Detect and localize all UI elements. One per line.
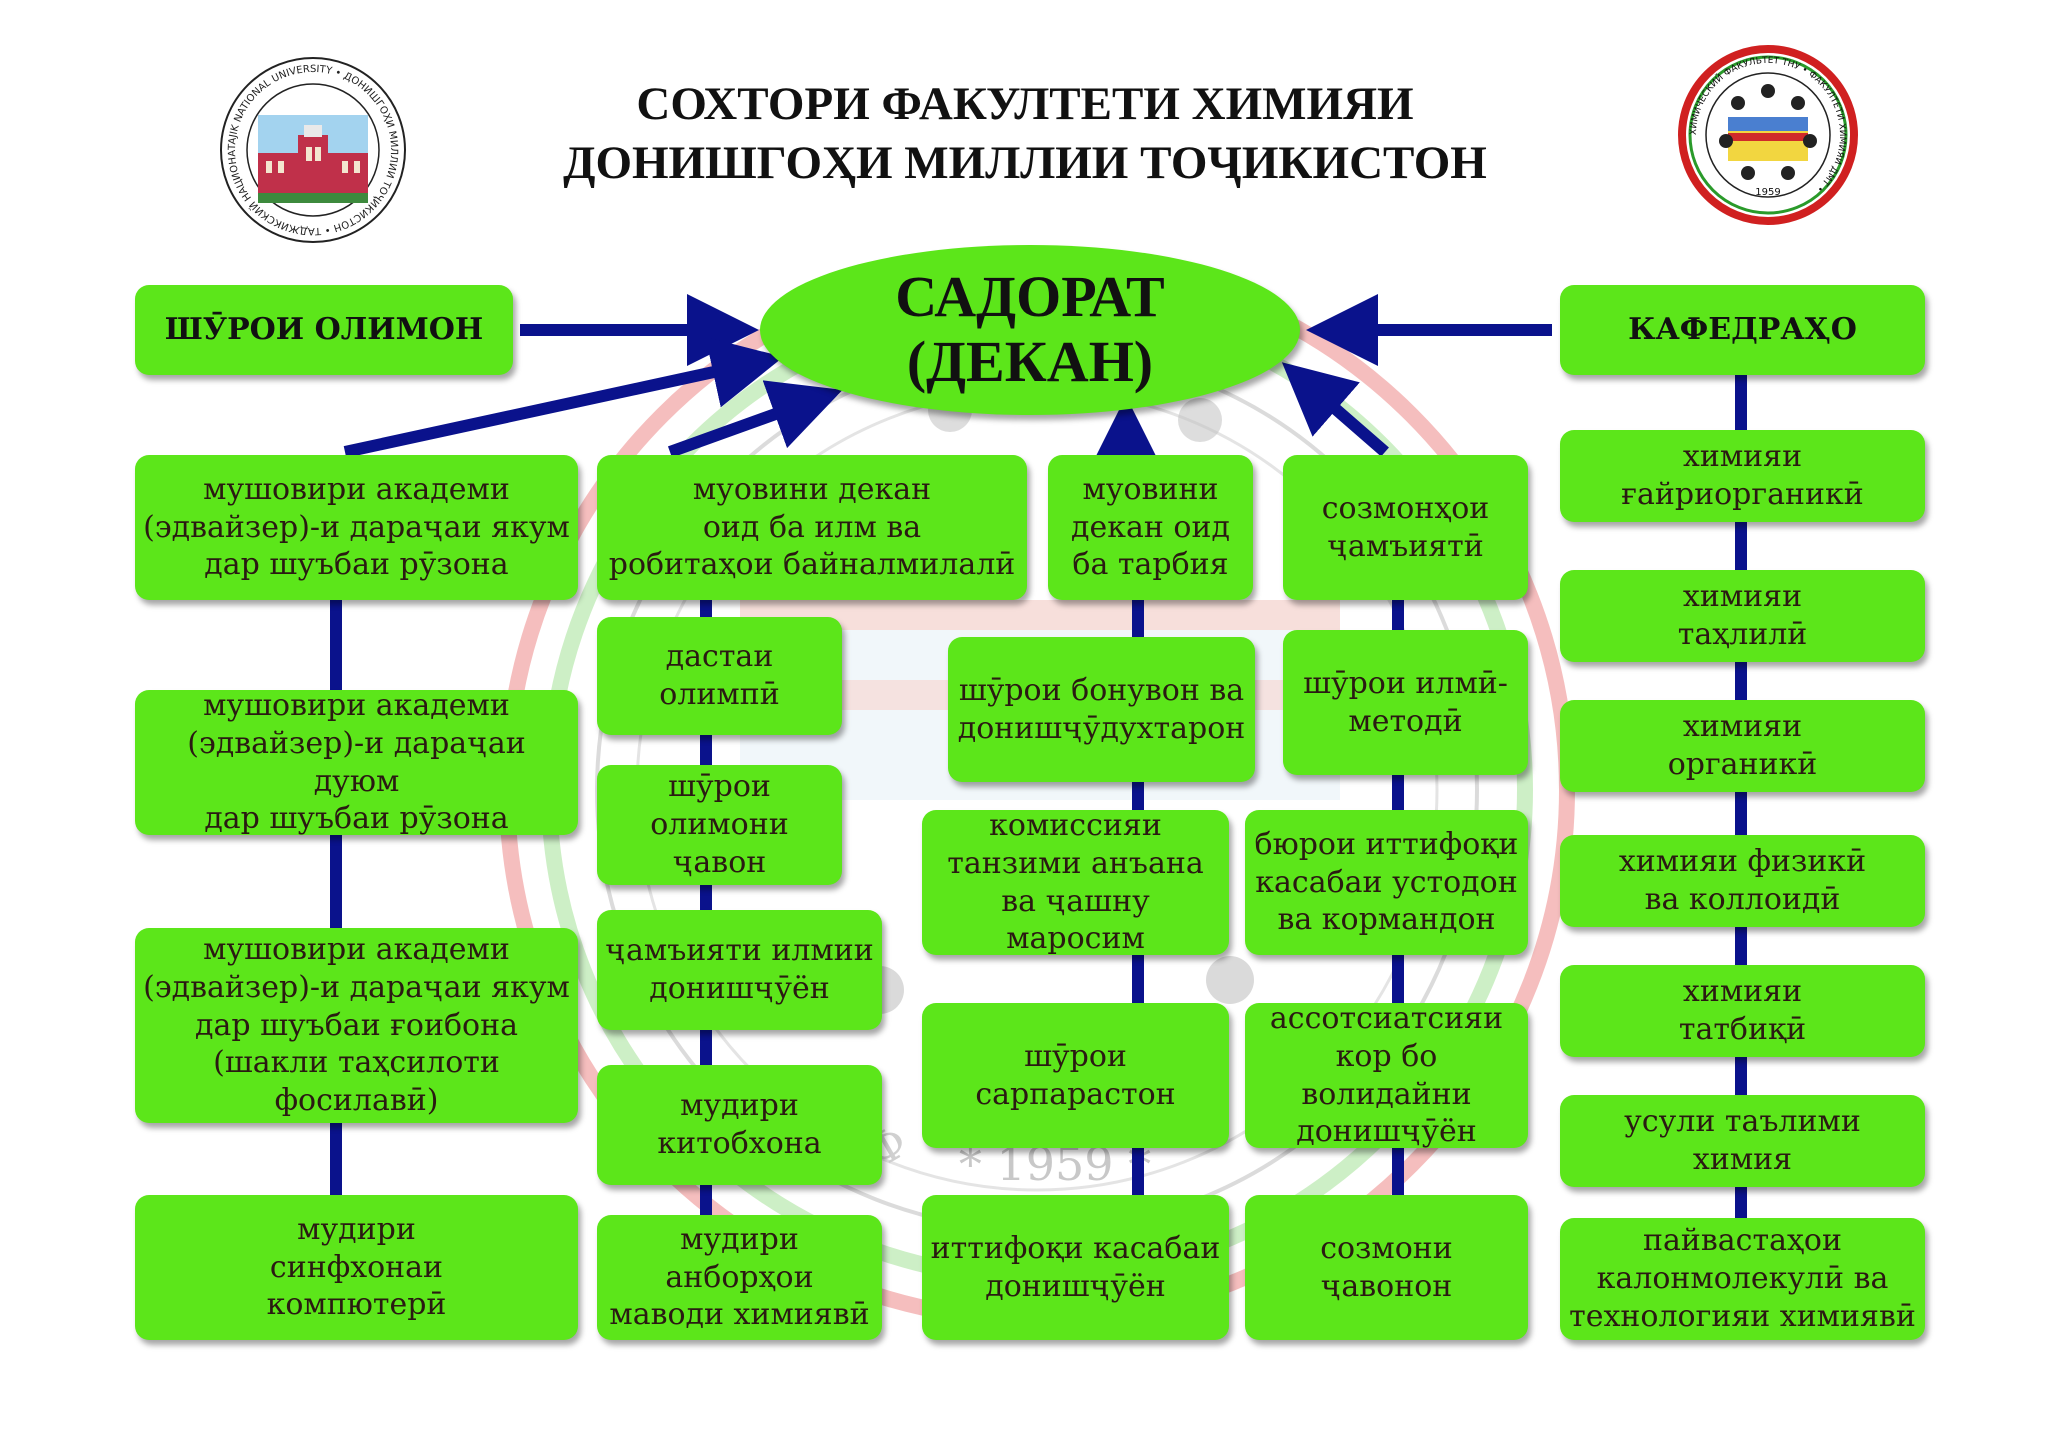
dept-organic: химияи органикӣ xyxy=(1560,700,1925,792)
youth-organization: созмони ҷавонон xyxy=(1245,1195,1528,1340)
student-trade-union: иттифоқи касабаи донишҷӯён xyxy=(922,1195,1229,1340)
deputy-dean-upbringing: муовини декан оид ба тарбия xyxy=(1048,455,1253,600)
page-title: СОХТОРИ ФАКУЛТЕТИ ХИМИЯИ ДОНИШГОҲИ МИЛЛИ… xyxy=(563,78,1487,189)
adviser-first-degree-day: мушовири академи (эдвайзер)-и дараҷаи як… xyxy=(135,455,578,600)
dept-physical-colloid: химияи физикӣ ва коллоидӣ xyxy=(1560,835,1925,927)
curators-council: шӯрои сарпарастон xyxy=(922,1003,1229,1148)
chemical-warehouse-head: мудири анборҳои маводи химиявӣ xyxy=(597,1215,882,1340)
parents-association: ассотсиатсияи кор бо волидайни донишҷӯён xyxy=(1245,1001,1528,1149)
dean-office-node: САДОРАТ (ДЕКАН) xyxy=(760,245,1300,415)
arrows-to-dean xyxy=(343,294,1552,468)
adviser-first-degree-distance: мушовири академи (эдвайзер)-и дараҷаи як… xyxy=(135,928,578,1123)
dept-applied: химияи татбиқӣ xyxy=(1560,965,1925,1057)
staff-trade-union-bureau: бюрои иттифоқи касабаи устодон ва корман… xyxy=(1245,810,1528,955)
computer-class-head: мудири синфхонаи компютерӣ xyxy=(135,1195,578,1340)
young-scientists-council: шӯрои олимони ҷавон xyxy=(597,765,842,885)
library-head: мудири китобхона xyxy=(597,1065,882,1185)
departments-head-node: КАФЕДРАҲО xyxy=(1560,285,1925,375)
methodological-council: шӯрои илмӣ- методӣ xyxy=(1283,630,1528,775)
chemistry-logo-year: 1959 xyxy=(1755,187,1780,198)
dept-inorganic: химияи ғайриорганикӣ xyxy=(1560,430,1925,522)
olympiad-team: дастаи олимпӣ xyxy=(597,617,842,735)
traditions-commission: комиссияи танзими анъана ва ҷашну мароси… xyxy=(922,808,1229,956)
public-organizations: созмонҳои ҷамъиятӣ xyxy=(1283,455,1528,600)
university-logo: TAJIK NATIONAL UNIVERSITY • ДОНИШГОҲИ МИ… xyxy=(218,55,406,243)
dept-macromolecular-technology: пайвастаҳои калонмолекулӣ ва технологияи… xyxy=(1560,1218,1925,1340)
dept-analytical: химияи таҳлилӣ xyxy=(1560,570,1925,662)
adviser-second-degree-day: мушовири академи (эдвайзер)-и дараҷаи ду… xyxy=(135,688,578,836)
chemistry-faculty-logo: ХИМИЧЕСКИЙ ФАКУЛЬТЕТ ТНУ • ФАКУЛТЕТИ ХИМ… xyxy=(1678,45,1858,225)
academic-council-node: ШӮРОИ ОЛИМОН xyxy=(135,285,513,375)
deputy-dean-science: муовини декан оид ба илм ва робитаҳои ба… xyxy=(597,455,1027,600)
dept-teaching-methods: усули таълими химия xyxy=(1560,1095,1925,1187)
women-council: шӯрои бонувон ва донишҷӯдухтарон xyxy=(948,637,1255,782)
student-scientific-society: ҷамъияти илмии донишҷӯён xyxy=(597,910,882,1030)
